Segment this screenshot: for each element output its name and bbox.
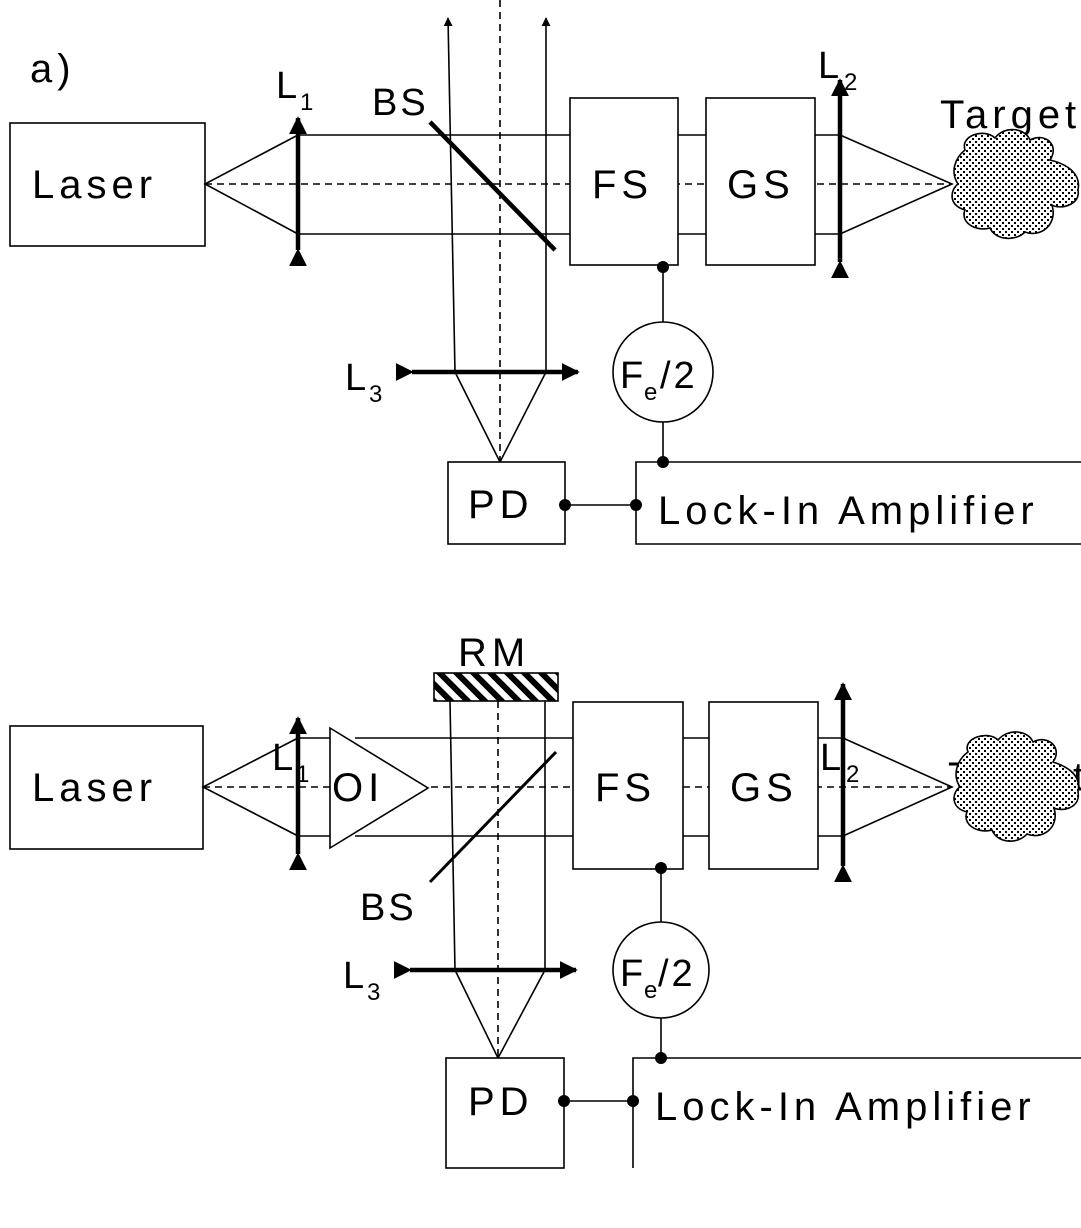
optical-isolator-label: OI [332, 766, 384, 810]
focus-to-target [839, 134, 954, 235]
modulation-tail: /2 [660, 355, 698, 397]
beam-splitter [428, 120, 557, 252]
focus-to-target [842, 737, 954, 837]
modulation-tail: /2 [658, 953, 696, 995]
modulation-sub: e [644, 379, 657, 406]
modulation-main: F [620, 953, 646, 995]
focus-cone [454, 969, 546, 1060]
lens-l1-label: L [272, 737, 296, 779]
photodiode-box [447, 461, 566, 545]
laser-divergence [201, 737, 299, 837]
lens-l3-sub: 3 [369, 381, 382, 408]
laser-label: Laser [32, 766, 157, 810]
laser-divergence [203, 134, 299, 235]
frequency-shifter-label: FS [595, 766, 656, 810]
reference-mirror-label: RM [458, 631, 530, 675]
modulation-main: F [620, 355, 646, 397]
target-shape [951, 128, 1080, 240]
lens-l2-label: L [820, 737, 844, 779]
lens-l2-sub: 2 [844, 69, 857, 96]
lock-in-label: Lock-In Amplifier [658, 489, 1039, 533]
lock-in-label: Lock-In Amplifier [655, 1085, 1036, 1129]
galvo-scanner-label: GS [727, 163, 795, 207]
target-shape [953, 731, 1080, 842]
beam-splitter [428, 750, 558, 884]
beam-splitter-label: BS [372, 82, 429, 124]
beam-splitter-label: BS [360, 887, 417, 929]
reference-beam-left [449, 700, 456, 971]
laser-box [9, 122, 206, 247]
lens-l3-sub: 3 [367, 979, 380, 1006]
photodiode-label: PD [468, 483, 534, 527]
optical-isolator [329, 726, 430, 850]
modulation-sub: e [644, 977, 657, 1004]
lens-l1-sub: 1 [300, 89, 313, 116]
galvo-scanner-box [705, 97, 816, 266]
lens-l3-label: L [343, 955, 367, 997]
lens-l2-label: L [818, 45, 842, 87]
lens-l2-sub: 2 [846, 761, 859, 788]
photodiode-label: PD [468, 1080, 534, 1124]
panel-a-tag: a) [30, 47, 76, 91]
frequency-shifter-box [572, 701, 684, 870]
panel-b: b) Laser L 1 OI RM BS L 3 [9, 631, 1081, 1169]
panel-a: a) Laser L 1 BS L 3 FS [9, 0, 1081, 545]
frequency-shifter-label: FS [592, 163, 653, 207]
laser-label: Laser [32, 163, 157, 207]
galvo-scanner-box [708, 701, 819, 870]
photodiode-box [445, 1057, 565, 1169]
laser-box [9, 725, 204, 850]
reference-mirror [433, 672, 559, 702]
lock-in-box [635, 461, 1081, 545]
lock-in-box [632, 1057, 1081, 1168]
lens-l1-label: L [276, 65, 300, 107]
reflected-beam-left [443, 17, 456, 373]
frequency-shifter-box [569, 97, 679, 266]
galvo-scanner-label: GS [730, 766, 798, 810]
lens-l1-sub: 1 [296, 761, 309, 788]
lens-l3-label: L [345, 357, 369, 399]
